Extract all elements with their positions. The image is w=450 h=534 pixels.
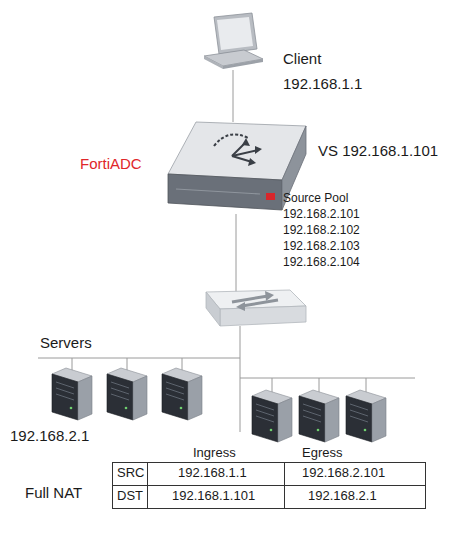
column-header: Egress xyxy=(302,446,342,461)
server-group xyxy=(52,368,386,442)
table-cell: 192.168.1.101 xyxy=(172,489,255,504)
table-cell: 192.168.2.1 xyxy=(308,489,377,504)
pool-address: 192.168.2.102 xyxy=(283,224,360,238)
table-cell: 192.168.1.1 xyxy=(178,466,247,481)
group-label: Servers xyxy=(40,334,92,351)
fortiadc-device: FortiADCVS 192.168.1.101Source Pool192.1… xyxy=(166,122,306,212)
column-header: Ingress xyxy=(193,446,236,461)
ip-address: 192.168.1.1 xyxy=(283,75,362,92)
laptop-icon xyxy=(204,13,263,69)
nat-table-grid xyxy=(113,463,426,509)
table-title: Full NAT xyxy=(25,484,82,501)
pool-address: 192.168.2.103 xyxy=(283,240,360,254)
pool-heading: Source Pool xyxy=(283,192,348,206)
device-name: FortiADC xyxy=(80,155,142,172)
row-header: SRC xyxy=(117,466,144,481)
row-header: DST xyxy=(117,489,143,504)
network-link xyxy=(236,214,237,292)
pool-address: 192.168.2.101 xyxy=(283,208,360,222)
virtual-server: VS 192.168.1.101 xyxy=(318,142,438,159)
server-ip: 192.168.2.1 xyxy=(10,427,89,444)
network-switch xyxy=(206,290,306,326)
table-cell: 192.168.2.101 xyxy=(302,466,385,481)
network-link xyxy=(233,70,234,122)
client-laptop: Client192.168.1.1 xyxy=(203,12,263,70)
device-name: Client xyxy=(283,50,321,67)
pool-address: 192.168.2.104 xyxy=(283,256,360,270)
